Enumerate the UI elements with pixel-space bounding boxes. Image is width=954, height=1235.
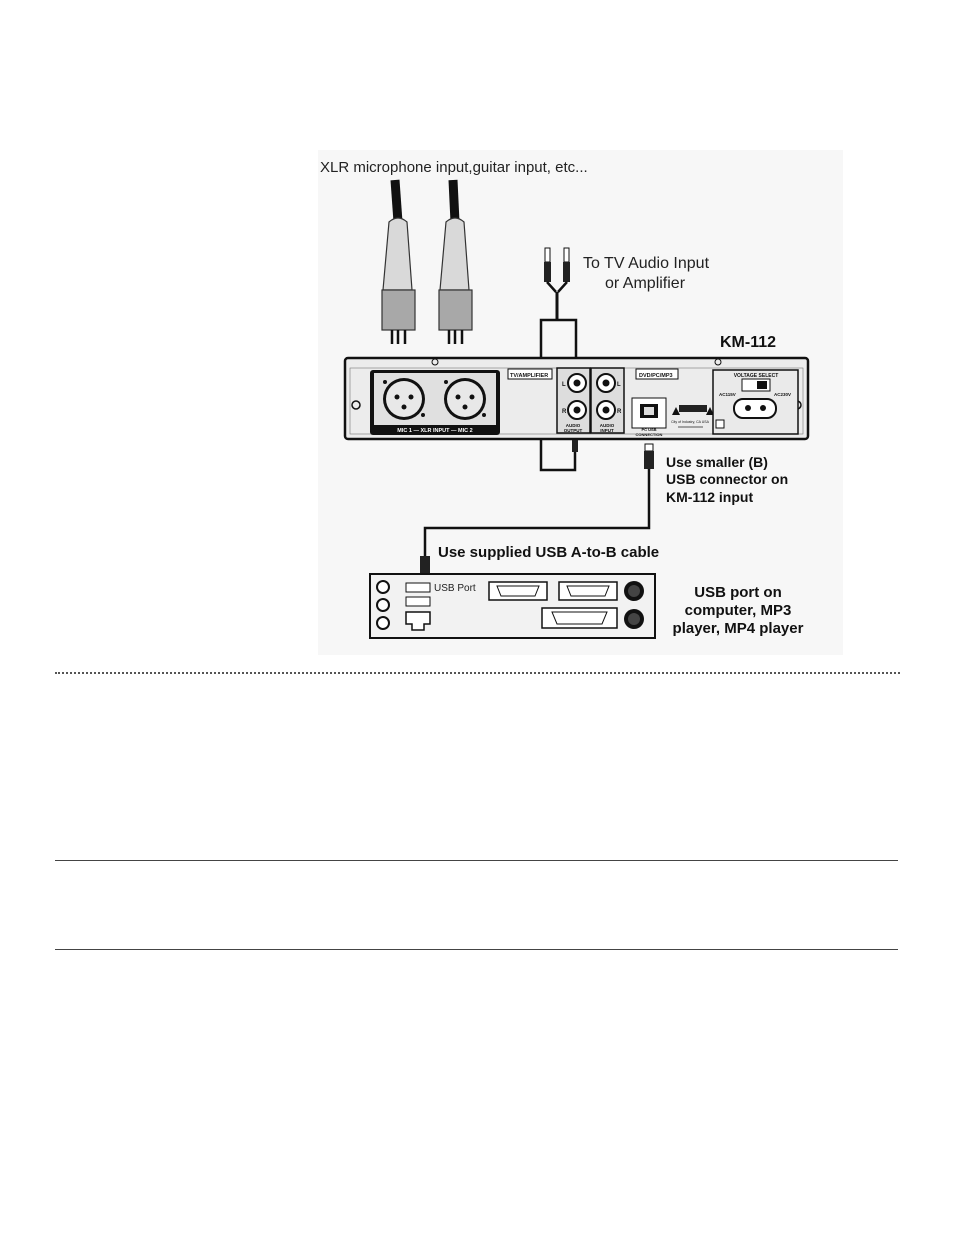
tv-caption-line1: To TV Audio Input — [583, 255, 710, 272]
audio-input-label-2: INPUT — [600, 428, 614, 433]
ac230-label: AC230V — [774, 392, 791, 397]
voltage-select: VOLTAGE SELECT AC115V AC230V — [712, 369, 799, 435]
audio-output-label-2: OUTPUT — [564, 428, 583, 433]
km112-rear-panel: MIC 1 — XLR INPUT — MIC 2 TV/AMPLIFIER L… — [343, 356, 810, 441]
usb-port-label: USB Port — [434, 583, 476, 594]
audio-output-jacks: L R AUDIO OUTPUT — [556, 367, 591, 434]
dvd-label: DVD/PC/MP3 — [639, 373, 673, 379]
rca-plug-pair — [544, 247, 570, 320]
port-note-line2: computer, MP3 — [685, 602, 792, 619]
port-note-line1: USB port on — [694, 584, 782, 601]
xlr-caption: XLR microphone input,guitar input, etc..… — [320, 159, 588, 176]
divider-line-2 — [55, 949, 898, 950]
city-line: City of Industry, CA USA — [671, 420, 710, 424]
pc-usb-label-2: CONNECTION — [636, 432, 663, 437]
pc-usb-port: PC USB CONNECTION — [631, 397, 667, 437]
usb-b-note-line1: Use smaller (B) — [666, 454, 768, 470]
rca-plug-bottom — [572, 440, 578, 452]
audio-output-label-1: AUDIO — [566, 423, 581, 428]
mic-label: MIC 1 — XLR INPUT — MIC 2 — [397, 428, 472, 434]
usb-b-note-line3: KM-112 input — [666, 489, 753, 505]
usb-port-slot — [405, 582, 431, 593]
dotted-divider — [55, 672, 900, 674]
usb-b-note-line2: USB connector on — [666, 471, 788, 487]
port-note-line3: player, MP4 player — [673, 620, 804, 637]
tv-caption-line2: or Amplifier — [605, 275, 686, 292]
computer-port-panel: USB Port — [369, 573, 656, 639]
voltage-select-label: VOLTAGE SELECT — [734, 373, 779, 379]
audio-cable — [539, 318, 578, 472]
audio-input-jacks: L R AUDIO INPUT — [590, 367, 625, 434]
pc-usb-label-1: PC USB — [641, 427, 656, 432]
model-label: KM-112 — [720, 334, 776, 351]
warning-labels: City of Industry, CA USA — [671, 405, 714, 428]
audio-output-right: R — [562, 409, 567, 415]
ac115-label: AC115V — [719, 392, 736, 397]
audio-input-label-1: AUDIO — [600, 423, 615, 428]
xlr-input-jacks: MIC 1 — XLR INPUT — MIC 2 — [370, 370, 500, 435]
divider-line-1 — [55, 860, 898, 861]
tv-amp-label: TV/AMPLIFIER — [510, 373, 548, 379]
cable-note: Use supplied USB A-to-B cable — [438, 544, 659, 561]
xlr-cable-1 — [381, 179, 416, 344]
audio-output-left: L — [562, 382, 566, 388]
audio-input-left: L — [617, 382, 621, 388]
audio-input-right: R — [617, 409, 622, 415]
xlr-cable-2 — [438, 179, 473, 344]
